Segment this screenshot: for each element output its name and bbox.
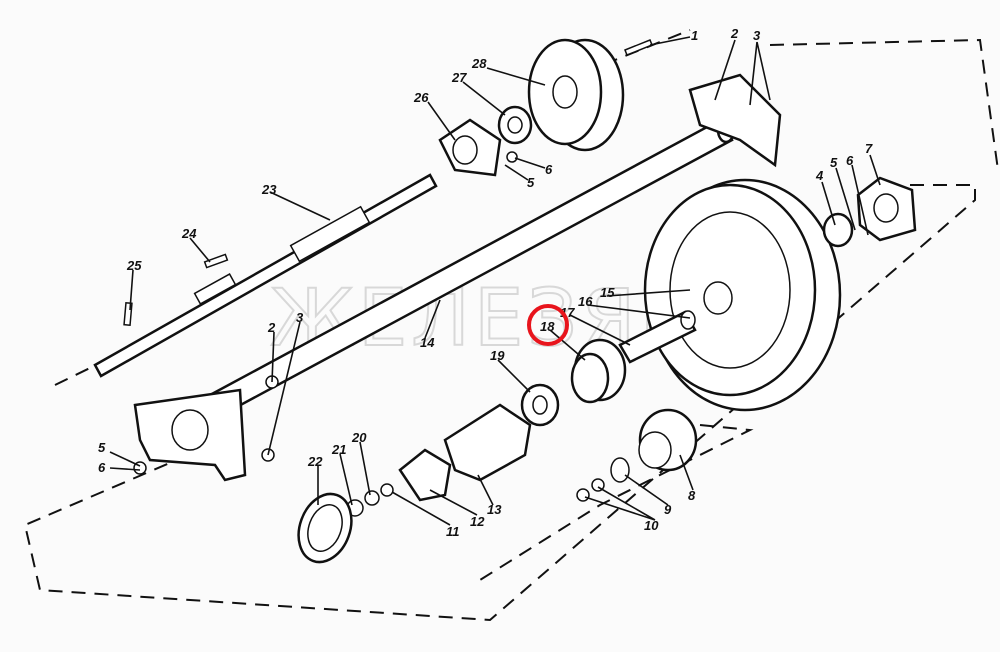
clutch-half-12	[398, 448, 452, 502]
label-2: 2	[730, 26, 739, 41]
leader-lines	[109, 36, 881, 526]
label-10: 10	[644, 518, 659, 533]
spring-assembly-8	[638, 408, 698, 472]
label-5-right: 5	[830, 155, 838, 170]
pulley-28	[527, 38, 625, 152]
right-mounting-plate	[688, 73, 782, 168]
label-26: 26	[413, 90, 429, 105]
bearing-19-bore	[532, 395, 548, 415]
wheel-15	[643, 178, 842, 412]
pin-17	[618, 310, 697, 364]
label-6-left: 6	[98, 460, 106, 475]
label-5: 5	[527, 175, 535, 190]
label-7: 7	[865, 141, 873, 156]
label-3-left: 3	[296, 310, 304, 325]
washer-11	[380, 483, 394, 497]
label-8: 8	[688, 488, 696, 503]
shaft-23	[93, 173, 438, 378]
label-14: 14	[420, 335, 435, 350]
label-21: 21	[331, 442, 346, 457]
bearing-housing-7	[856, 176, 917, 242]
label-12: 12	[470, 514, 485, 529]
label-4: 4	[815, 168, 824, 183]
bearing-4	[822, 212, 854, 248]
label-2-left: 2	[267, 320, 276, 335]
nut-20	[364, 490, 380, 506]
label-28: 28	[471, 56, 487, 71]
label-5-left: 5	[98, 440, 106, 455]
label-9: 9	[664, 502, 672, 517]
label-22: 22	[307, 454, 323, 469]
label-19: 19	[490, 348, 505, 363]
label-11: 11	[446, 524, 460, 539]
label-18: 18	[540, 319, 555, 334]
cover-22	[297, 492, 353, 564]
label-6-right: 6	[846, 153, 854, 168]
bearing-27-bore	[507, 116, 523, 134]
washer-9	[610, 457, 630, 483]
highlight-circle-part-18	[527, 304, 569, 346]
label-15: 15	[600, 285, 615, 300]
label-13: 13	[487, 502, 502, 517]
label-16: 16	[578, 294, 593, 309]
washer-16	[680, 310, 696, 330]
label-27: 27	[451, 70, 467, 85]
flange-housing-26-bore	[452, 135, 478, 165]
label-25: 25	[126, 258, 142, 273]
key-24	[203, 253, 229, 269]
nut-6-top	[506, 151, 518, 163]
label-1: 1	[691, 28, 698, 43]
label-20: 20	[351, 430, 367, 445]
nut-10b	[576, 488, 590, 502]
label-23: 23	[261, 182, 277, 197]
sprocket-18	[570, 338, 627, 404]
clutch-13	[443, 403, 532, 482]
label-6: 6	[545, 162, 553, 177]
part-labels: 1 2 3 28 27 26 6 5 23 24 25 4 5 6 7 15 1…	[98, 26, 873, 539]
label-24: 24	[181, 226, 197, 241]
label-3: 3	[753, 28, 761, 43]
left-plate-hole	[171, 409, 209, 451]
